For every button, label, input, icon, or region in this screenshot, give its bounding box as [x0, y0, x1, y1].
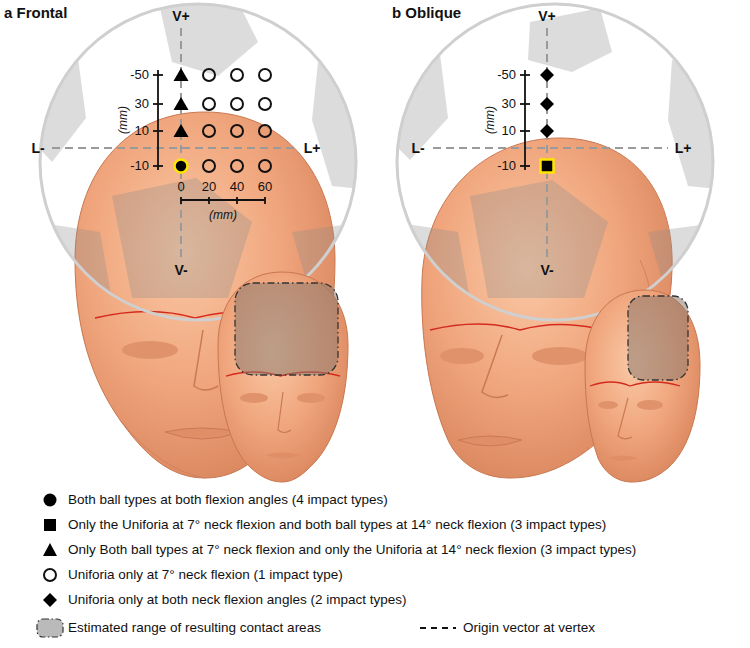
scale-number: 10	[135, 124, 149, 139]
axis-label: V+	[172, 8, 190, 24]
unit-label: (mm)	[117, 106, 131, 134]
scale-bar	[153, 70, 530, 204]
scale-number: -10	[497, 159, 516, 174]
ball-outline	[22, 0, 372, 320]
origin-axes	[52, 28, 668, 258]
axis-label: V-	[540, 262, 553, 278]
axis-label: V+	[538, 8, 556, 24]
scale-number: 60	[258, 180, 272, 195]
legend-text: Uniforia only at both neck flexion angle…	[68, 592, 406, 608]
scale-number: -10	[130, 159, 149, 174]
scale-number: -50	[130, 68, 149, 83]
panel-label: a Frontal	[4, 4, 67, 21]
small-head	[218, 272, 348, 482]
legend-text: Origin vector at vertex	[463, 620, 595, 636]
axis-label: L-	[31, 140, 44, 156]
scale-number: 20	[202, 180, 216, 195]
legend-text: Only Both ball types at 7° neck flexion …	[68, 542, 636, 558]
axis-label: L+	[304, 140, 321, 156]
scale-number: -50	[497, 68, 516, 83]
legend-text: Both ball types at both flexion angles (…	[68, 492, 388, 508]
axis-label: L-	[411, 140, 424, 156]
legend-text: Only the Uniforia at 7° neck flexion and…	[68, 517, 606, 533]
legend-text: Estimated range of resulting contact are…	[68, 620, 321, 636]
impact-markers	[540, 68, 554, 173]
scale-number: 30	[135, 97, 149, 112]
scale-number: 0	[177, 180, 184, 195]
scale-number: 40	[230, 180, 244, 195]
scale-number: 30	[502, 97, 516, 112]
axis-label: L+	[675, 140, 692, 156]
legend-text: Uniforia only at 7° neck flexion (1 impa…	[68, 567, 343, 583]
panel-label: b Oblique	[392, 4, 461, 21]
small-head	[585, 290, 700, 482]
unit-label: (mm)	[209, 209, 237, 223]
axis-label: V-	[174, 262, 187, 278]
scale-number: 10	[502, 124, 516, 139]
impact-markers	[174, 68, 272, 173]
legend-symbols	[37, 494, 456, 638]
ball-outline	[380, 4, 728, 320]
unit-label: (mm)	[484, 106, 498, 134]
